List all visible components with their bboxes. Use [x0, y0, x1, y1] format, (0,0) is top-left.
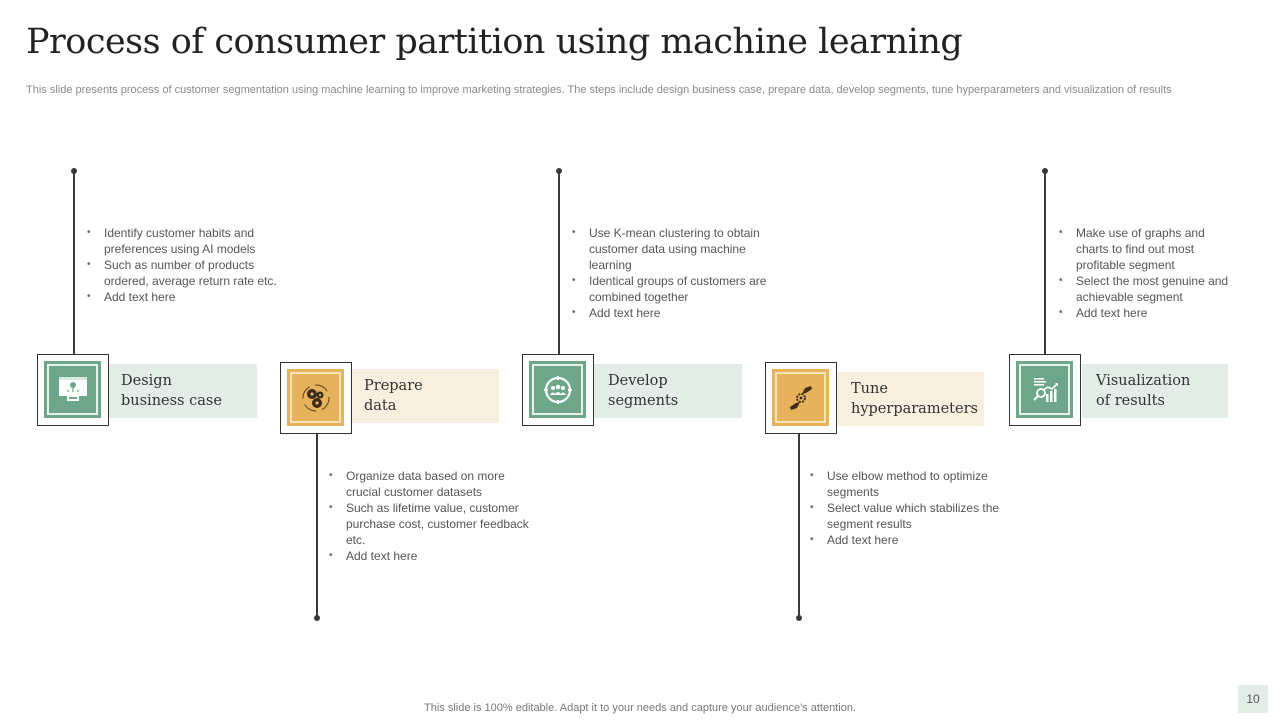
step-label: Visualization of results	[1096, 373, 1191, 409]
connector-line	[316, 434, 318, 618]
chart-analysis-icon	[1016, 361, 1073, 418]
connector-line	[1044, 171, 1046, 355]
bullet-item: Select value which stabilizes the segmen…	[808, 500, 1013, 532]
connector-dot	[796, 615, 802, 621]
bullet-item: Use elbow method to optimize segments	[808, 468, 1013, 500]
bullet-item: Add text here	[327, 548, 542, 564]
step-label-box: Visualization of results	[1082, 364, 1228, 418]
bullet-item: Organize data based on more crucial cust…	[327, 468, 542, 500]
step-label-box: Design business case	[107, 364, 257, 418]
step-bullets: Organize data based on more crucial cust…	[327, 468, 542, 564]
step-bullets: Use K-mean clustering to obtain customer…	[570, 225, 770, 321]
bullet-item: Add text here	[570, 305, 770, 321]
step-bullets: Identify customer habits and preferences…	[85, 225, 280, 305]
bullet-item: Select the most genuine and achievable s…	[1057, 273, 1232, 305]
bullet-item: Use K-mean clustering to obtain customer…	[570, 225, 770, 273]
connector-dot	[314, 615, 320, 621]
computer-dollar-icon	[44, 361, 101, 418]
step-bullets: Make use of graphs and charts to find ou…	[1057, 225, 1232, 321]
bullet-item: Add text here	[1057, 305, 1232, 321]
step-label-box: Tune hyperparameters	[837, 372, 984, 426]
step-label-box: Develop segments	[594, 364, 742, 418]
bullet-item: Such as lifetime value, customer purchas…	[327, 500, 542, 548]
connector-line	[558, 171, 560, 355]
step-label: Design business case	[121, 373, 222, 409]
page-number: 10	[1238, 685, 1268, 713]
step-bullets: Use elbow method to optimize segments Se…	[808, 468, 1013, 548]
slide-title: Process of consumer partition using mach…	[26, 22, 963, 62]
step-label: Tune hyperparameters	[851, 381, 978, 417]
bullet-item: Add text here	[85, 289, 280, 305]
step-label: Prepare data	[364, 378, 423, 414]
step-icon-frame	[765, 362, 837, 434]
bullet-item: Add text here	[808, 532, 1013, 548]
bullet-item: Make use of graphs and charts to find ou…	[1057, 225, 1232, 273]
step-label-box: Prepare data	[350, 369, 499, 423]
connector-line	[798, 434, 800, 618]
step-icon-frame	[280, 362, 352, 434]
step-icon-frame	[37, 354, 109, 426]
step-label: Develop segments	[608, 373, 679, 409]
step-icon-frame	[1009, 354, 1081, 426]
gears-icon	[287, 369, 344, 426]
hands-gear-icon	[772, 369, 829, 426]
bullet-item: Identify customer habits and preferences…	[85, 225, 280, 257]
footer-note: This slide is 100% editable. Adapt it to…	[424, 702, 856, 714]
connector-line	[73, 171, 75, 355]
people-target-icon	[529, 361, 586, 418]
bullet-item: Such as number of products ordered, aver…	[85, 257, 280, 289]
slide-subtitle: This slide presents process of customer …	[26, 84, 1172, 96]
bullet-item: Identical groups of customers are combin…	[570, 273, 770, 305]
step-icon-frame	[522, 354, 594, 426]
